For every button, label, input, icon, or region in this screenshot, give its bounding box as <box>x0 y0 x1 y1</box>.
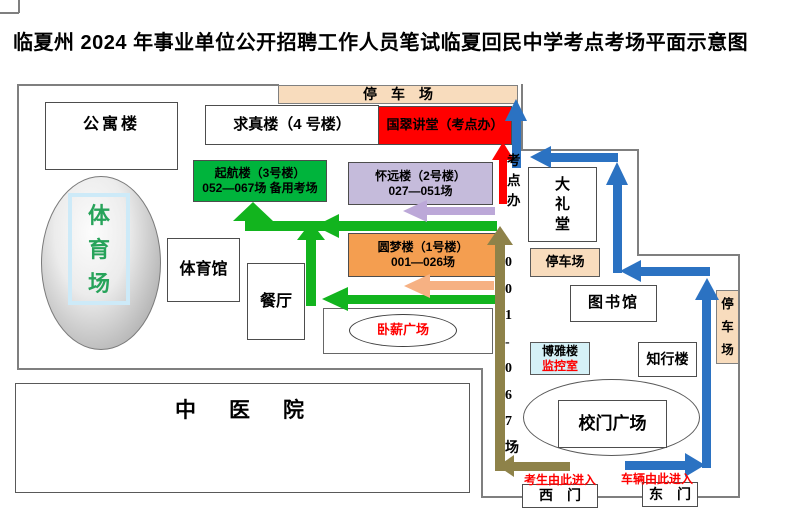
stadium-ellipse: 体育场 <box>41 176 161 350</box>
building-boya-note: 监控室 <box>541 358 578 373</box>
green-arrowhead-to-qihang <box>233 202 273 221</box>
building-auditorium-label: 大礼堂 <box>554 175 570 233</box>
blue-route-right-arrowhead <box>695 278 719 300</box>
west-gate-label: 西 门 <box>539 487 581 504</box>
parking-lot-small: 停车场 <box>530 248 600 277</box>
building-qihang-name: 起航楼（3号楼） <box>214 166 306 180</box>
stadium-track <box>68 193 130 305</box>
green-route-vertical-shaft <box>306 240 316 306</box>
parking-lot-right: 停车场 <box>716 290 739 364</box>
parking-lot-small-label: 停车场 <box>545 254 585 270</box>
building-huaiyuan-name: 怀远楼（2号楼） <box>375 168 466 183</box>
building-yuanmeng-name: 圆梦楼（1号楼） <box>377 240 469 254</box>
building-zhixing-label: 知行楼 <box>646 350 689 367</box>
blue-route-top-h-arrowhead <box>530 146 551 168</box>
blue-route-top-v-shaft <box>512 121 521 168</box>
building-boya: 博雅楼 监控室 <box>530 342 590 375</box>
school-gate-plaza: 校门广场 <box>558 400 667 448</box>
blue-route-top-h-shaft <box>551 153 618 162</box>
orange-arrow-head <box>404 274 430 298</box>
building-apartment: 公寓楼 <box>45 102 178 170</box>
candidates-entry-label: 考生由此进入 <box>524 473 597 487</box>
building-auditorium: 大礼堂 <box>528 167 597 242</box>
green-route-lower-arrowhead <box>322 287 348 311</box>
red-arrow-shaft <box>499 160 507 204</box>
east-gate-label: 东 门 <box>649 485 691 502</box>
purple-arrow-head <box>403 200 427 222</box>
khaki-route-bottom-shaft <box>514 462 570 471</box>
blue-route-mid-v-shaft <box>613 185 622 273</box>
building-qiuzhen-label: 求真楼（4 号楼） <box>233 115 351 133</box>
building-yuanmeng: 圆梦楼（1号楼） 001—026场 <box>348 233 498 277</box>
blue-route-bottom-shaft <box>625 461 685 470</box>
building-gym: 体育馆 <box>167 238 240 302</box>
woxin-plaza-label: 卧薪广场 <box>376 322 429 338</box>
orange-arrow-shaft <box>430 281 494 290</box>
boundary-right <box>738 254 740 498</box>
boundary-bottom-1 <box>481 496 523 498</box>
building-qiuzhen: 求真楼（4 号楼） <box>205 105 379 145</box>
building-yuanmeng-sessions: 001—026场 <box>390 255 456 269</box>
boundary-northeast-h <box>637 254 740 256</box>
blue-route-bottom-arrowhead <box>685 453 705 477</box>
building-apartment-label: 公寓楼 <box>82 116 140 133</box>
building-library: 图书馆 <box>570 285 657 322</box>
building-guocui: 国翠讲堂（考点办） <box>378 106 512 145</box>
blue-route-mid-v-arrowhead <box>606 162 628 185</box>
building-gym-label: 体育馆 <box>179 261 228 278</box>
boundary-southwest <box>17 368 483 370</box>
woxin-plaza-ellipse: 卧薪广场 <box>349 314 457 347</box>
boundary-bottom-2 <box>596 496 643 498</box>
building-huaiyuan-sessions: 027—051场 <box>388 183 453 198</box>
exam-office-vertical-label: 考点办 <box>507 153 521 208</box>
school-gate-plaza-label: 校门广场 <box>578 414 647 434</box>
west-gate: 西 门 <box>522 484 598 508</box>
blue-route-mid-h-arrowhead <box>620 260 641 282</box>
khaki-route-vertical-shaft <box>495 245 505 471</box>
boundary-upper-h <box>521 149 639 151</box>
east-gate: 东 门 <box>642 482 698 507</box>
parking-lot-right-label: 停车场 <box>721 296 734 357</box>
corner-mark-horizontal <box>0 12 19 14</box>
building-qihang: 起航楼（3号楼） 052—067场 备用考场 <box>193 160 327 202</box>
building-boya-name: 博雅楼 <box>541 343 578 358</box>
stadium-label: 体育场 <box>88 203 111 296</box>
blue-route-mid-h-shaft <box>641 267 710 276</box>
green-route-lower-shaft <box>348 295 497 304</box>
building-library-label: 图书馆 <box>587 294 639 312</box>
building-dining-label: 餐厅 <box>259 292 292 310</box>
building-guocui-label: 国翠讲堂（考点办） <box>386 117 504 133</box>
vehicles-entry-label: 车辆由此进入 <box>621 472 694 486</box>
purple-arrow-shaft <box>427 207 495 215</box>
boundary-top <box>17 84 279 86</box>
green-route-vertical-arrowhead <box>297 222 325 240</box>
page-title: 临夏州 2024 年事业单位公开招聘工作人员笔试临夏回民中学考点考场平面示意图 <box>13 32 749 54</box>
session-route-vertical-label: 001-067场 <box>505 255 519 456</box>
building-zhixing: 知行楼 <box>638 342 697 377</box>
boundary-mid-vertical <box>481 368 483 498</box>
red-arrow-head <box>492 142 514 160</box>
building-huaiyuan: 怀远楼（2号楼） 027—051场 <box>348 162 493 205</box>
boundary-left <box>17 84 19 370</box>
boundary-upper-right-v <box>637 149 639 256</box>
parking-lot-top: 停 车 场 <box>278 85 518 104</box>
parking-lot-top-label: 停 车 场 <box>363 85 433 102</box>
building-tcm-hospital-label: 中 医 院 <box>175 399 310 422</box>
building-dining: 餐厅 <box>247 263 305 340</box>
khaki-route-vertical-arrowhead <box>487 226 513 245</box>
corner-mark-vertical <box>18 0 20 13</box>
building-qihang-sessions: 052—067场 备用考场 <box>202 181 318 195</box>
blue-route-top-v-arrowhead <box>505 99 527 121</box>
green-route-upper-shaft <box>245 221 497 231</box>
boundary-bottom-3 <box>696 496 740 498</box>
building-tcm-hospital: 中 医 院 <box>15 383 470 493</box>
blue-route-right-shaft <box>702 300 711 468</box>
